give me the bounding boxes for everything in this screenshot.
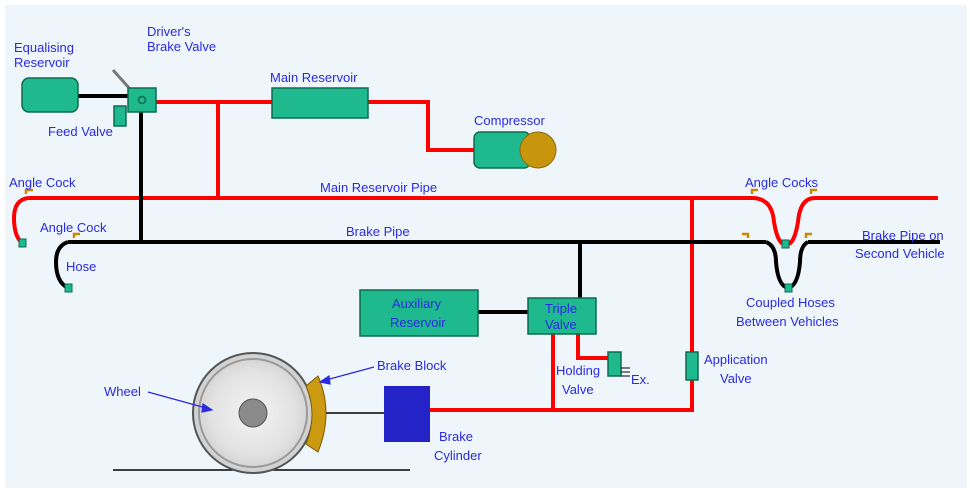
- angle-cocks-label: Angle Cocks: [745, 175, 818, 190]
- drivers-brake-valve[interactable]: [127, 87, 157, 113]
- coupling-black[interactable]: [784, 283, 793, 293]
- exhaust-label: Ex.: [631, 372, 650, 387]
- application-valve[interactable]: [685, 351, 699, 381]
- brake-cylinder[interactable]: [384, 386, 430, 442]
- wheel-label: Wheel: [104, 384, 141, 399]
- triple-valve[interactable]: [527, 297, 597, 335]
- brake-block-leader: [325, 366, 375, 381]
- angle-cock-top-label: Angle Cock: [9, 175, 76, 190]
- holding-valve[interactable]: [607, 351, 622, 377]
- hose-label: Hose: [66, 259, 96, 274]
- coupling-red[interactable]: [781, 239, 790, 249]
- hose-end-left[interactable]: [64, 283, 73, 293]
- wheel-tread: [198, 358, 308, 468]
- main-reservoir[interactable]: [271, 87, 369, 119]
- components: [18, 69, 817, 474]
- equalising-reservoir-label-1: Equalising: [14, 40, 74, 55]
- auxiliary-reservoir-label-1: Auxiliary: [392, 296, 442, 311]
- coupled-hoses-label-2: Between Vehicles: [736, 314, 839, 329]
- holding-valve-label-2: Valve: [562, 382, 594, 397]
- angle-cock-handle-lower-left[interactable]: [72, 232, 80, 238]
- brake-pipe-label: Brake Pipe: [346, 224, 410, 239]
- feed-valve[interactable]: [113, 105, 127, 127]
- application-valve-label-1: Application: [704, 352, 768, 367]
- angle-cock-hose-left: [11, 196, 29, 245]
- triple-valve-label-1: Triple: [545, 301, 577, 316]
- brake-block-arrowhead: [318, 374, 331, 385]
- equalising-reservoir-label-2: Reservoir: [14, 55, 70, 70]
- holding-valve-label-1: Holding: [556, 363, 600, 378]
- wheel-arrowhead: [201, 402, 214, 413]
- wheel-hub: [238, 398, 268, 428]
- drivers-brake-valve-label-2: Brake Valve: [147, 39, 216, 54]
- diagram-background: [5, 5, 967, 488]
- brake-block[interactable]: [305, 375, 327, 453]
- brake-cylinder-label-2: Cylinder: [434, 448, 482, 463]
- angle-cock-lower-label: Angle Cock: [40, 220, 107, 235]
- triple-valve-label-2: Valve: [545, 317, 577, 332]
- coupled-hoses-label-1: Coupled Hoses: [746, 295, 835, 310]
- main-reservoir-label: Main Reservoir: [270, 70, 358, 85]
- drivers-brake-valve-label-1: Driver's: [147, 24, 191, 39]
- angle-cock-handle-black-right[interactable]: [804, 232, 812, 238]
- brake-pipe-second-label-2: Second Vehicle: [855, 246, 945, 261]
- main-reservoir-pipe-network: [11, 100, 938, 412]
- brake-cylinder-label-1: Brake: [439, 429, 473, 444]
- drivers-brake-valve-port: [137, 95, 147, 105]
- brake-pipe-second-label-1: Brake Pipe on: [862, 228, 944, 243]
- compressor-motor[interactable]: [519, 131, 557, 169]
- angle-cock-handles: [24, 188, 817, 238]
- angle-cock-handle-red-left[interactable]: [750, 188, 758, 194]
- angle-cock-red-end[interactable]: [18, 238, 27, 248]
- hose-left: [53, 240, 70, 290]
- wheel-leader: [147, 391, 207, 409]
- feed-valve-label: Feed Valve: [48, 124, 113, 139]
- brake-block-label: Brake Block: [377, 358, 447, 373]
- compressor-label: Compressor: [474, 113, 545, 128]
- equalising-reservoir[interactable]: [21, 77, 79, 113]
- auxiliary-reservoir[interactable]: [359, 289, 479, 337]
- application-valve-label-2: Valve: [720, 371, 752, 386]
- main-reservoir-pipe-label: Main Reservoir Pipe: [320, 180, 437, 195]
- leader-arrows: [147, 366, 375, 413]
- auxiliary-reservoir-label-2: Reservoir: [390, 315, 446, 330]
- angle-cock-handle-black-left[interactable]: [742, 232, 750, 238]
- angle-cock-handle-red-right[interactable]: [809, 188, 817, 194]
- angle-cock-handle-top-left[interactable]: [24, 188, 33, 194]
- labels: Equalising Reservoir Driver's Brake Valv…: [9, 24, 945, 463]
